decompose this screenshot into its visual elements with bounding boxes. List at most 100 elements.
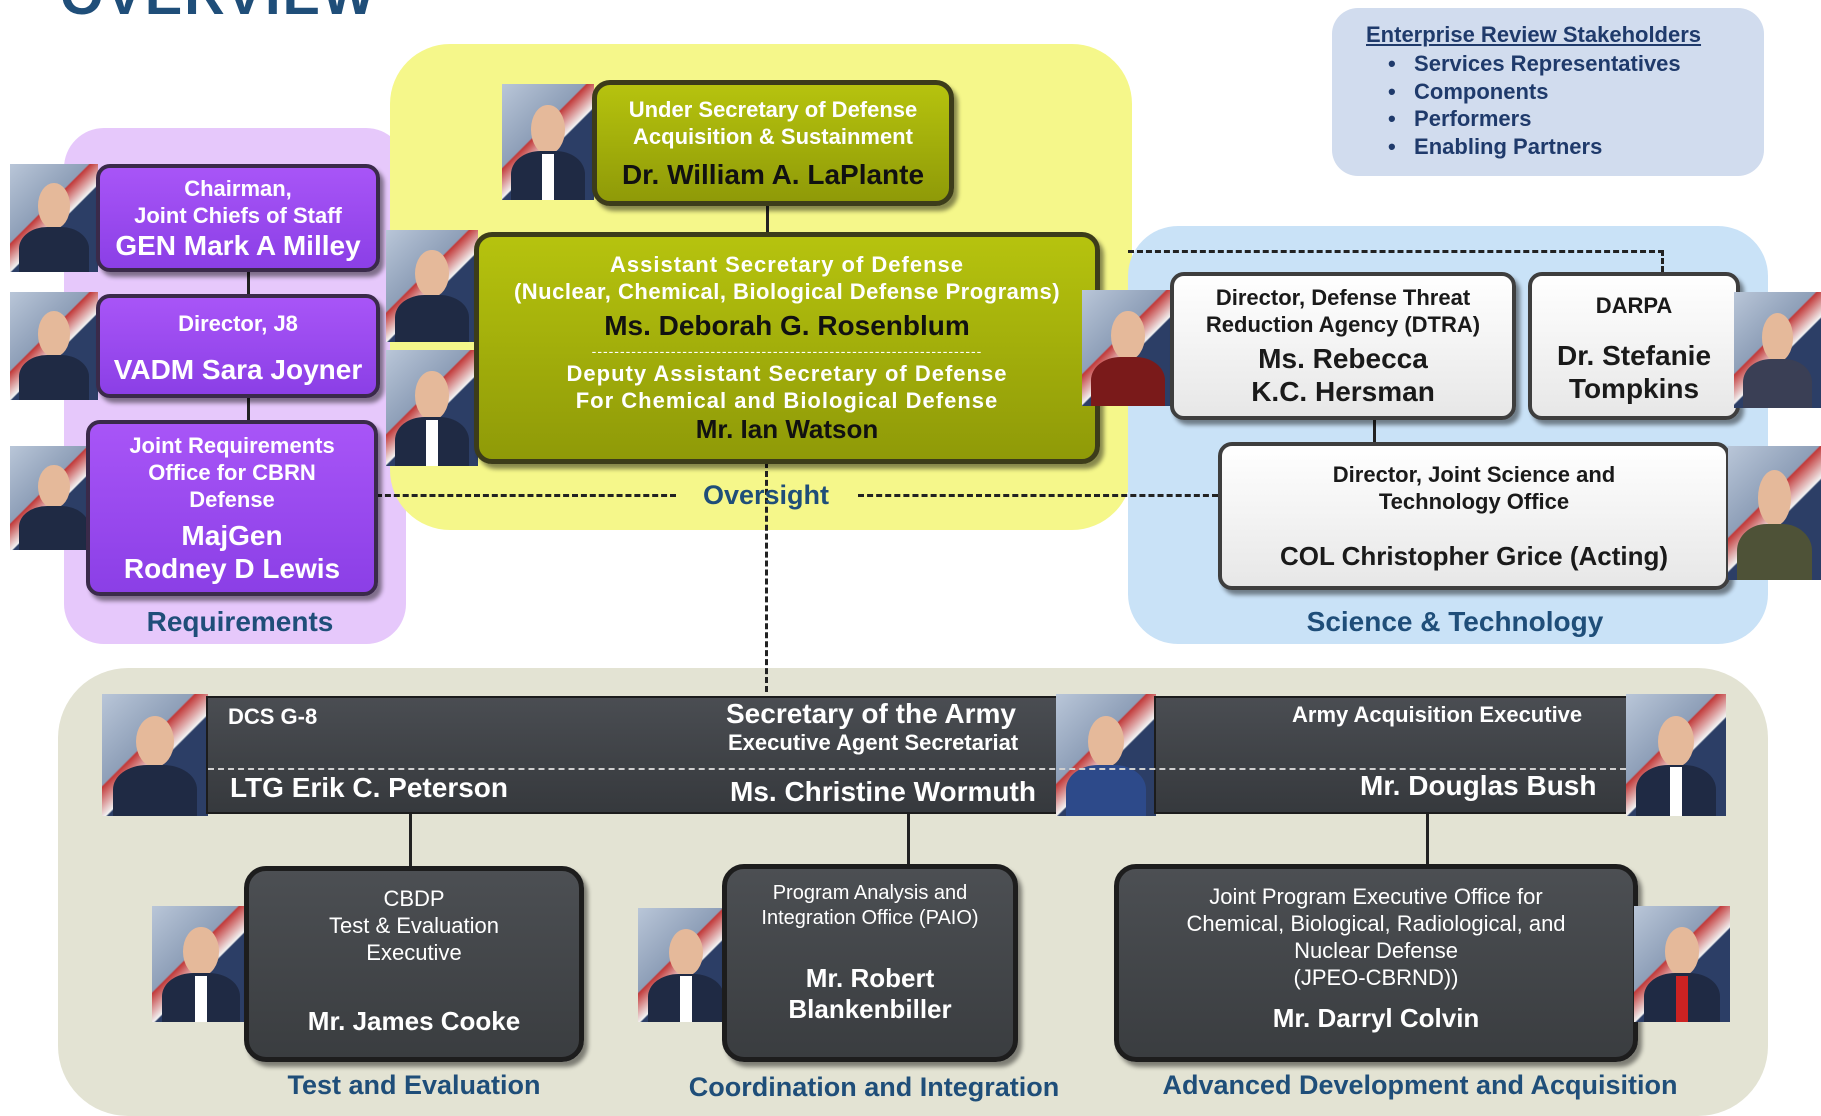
paio-name-2: Blankenbiller <box>788 994 952 1024</box>
darpa-box: DARPA Dr. Stefanie Tompkins <box>1528 272 1740 420</box>
army-bar-separator <box>208 768 1626 770</box>
jsto-title-1: Director, Joint Science and <box>1332 461 1616 487</box>
j8-box: Director, J8 VADM Sara Joyner <box>96 294 380 398</box>
dashed-oversight-down <box>765 462 768 692</box>
science-label: Science & Technology <box>1306 606 1604 637</box>
jro-name-2: Rodney D Lewis <box>123 552 341 584</box>
secarmy-subtitle: Executive Agent Secretariat <box>728 730 1019 755</box>
laplante-photo <box>502 84 594 200</box>
lewis-photo <box>10 446 98 550</box>
requirements-label: Requirements <box>146 606 334 637</box>
secarmy-name: Ms. Christine Wormuth <box>730 776 1036 807</box>
cbdp-name: Mr. James Cooke <box>307 1006 521 1036</box>
joyner-photo <box>10 292 98 400</box>
jsto-title-2: Technology Office <box>1378 488 1570 514</box>
jro-name-1: MajGen <box>181 519 283 551</box>
usd-name: Dr. William A. LaPlante <box>621 158 925 190</box>
cjcs-title-2: Joint Chiefs of Staff <box>134 202 342 228</box>
darpa-name-2: Tompkins <box>1568 373 1700 404</box>
cbdp-line-1: CBDP <box>383 886 445 911</box>
oversight-label: Oversight <box>702 480 830 510</box>
dashed-darpa-top <box>1128 250 1664 253</box>
dtra-name-2: K.C. Hersman <box>1251 376 1435 407</box>
header-title-fragment: OVERVIEW <box>60 0 377 27</box>
asd-separator: ----------------------------------------… <box>591 343 983 359</box>
hersman-photo <box>1082 290 1174 406</box>
jsto-box: Director, Joint Science and Technology O… <box>1218 442 1730 590</box>
cjcs-title-1: Chairman, <box>184 175 292 201</box>
grice-photo <box>1728 446 1821 580</box>
dtra-title-1: Director, Defense Threat <box>1215 285 1471 310</box>
connector-army-paio <box>907 814 910 866</box>
dashed-oversight-left <box>376 494 676 497</box>
connector-army-cbdp <box>409 814 412 866</box>
jpeo-line-2: Chemical, Biological, Radiological, and <box>1186 911 1566 936</box>
army-bar-left <box>206 696 1058 814</box>
paio-line-1: Program Analysis and <box>772 882 968 904</box>
cbdp-line-2: Test & Evaluation <box>329 913 499 938</box>
army-bar-right <box>1154 696 1628 814</box>
watson-photo <box>386 350 478 466</box>
secarmy-title: Secretary of the Army <box>726 698 1016 729</box>
asd-title-2: (Nuclear, Chemical, Biological Defense P… <box>513 279 1061 304</box>
connector-j8-jro <box>247 396 250 422</box>
dasd-title-2: For Chemical and Biological Defense <box>575 388 999 413</box>
asd-name: Ms. Deborah G. Rosenblum <box>604 310 970 341</box>
blankenbiller-photo <box>638 908 734 1022</box>
dtra-box: Director, Defense Threat Reduction Agenc… <box>1170 272 1516 420</box>
jro-title-2: Office for CBRN <box>148 459 316 485</box>
asd-box: Assistant Secretary of Defense (Nuclear,… <box>474 232 1100 464</box>
aae-title: Army Acquisition Executive <box>1292 702 1583 727</box>
coordination-label: Coordination and Integration <box>688 1072 1060 1102</box>
milley-photo <box>10 164 98 272</box>
stakeholders-panel: Enterprise Review Stakeholders • Service… <box>1332 8 1764 176</box>
jpeo-line-4: (JPEO-CBRND)) <box>1293 965 1459 990</box>
stakeholder-item: • Performers <box>1388 106 1532 131</box>
g8-title: DCS G-8 <box>228 704 318 729</box>
usd-title-2: Acquisition & Sustainment <box>633 123 913 149</box>
usd-title-1: Under Secretary of Defense <box>628 96 918 122</box>
jsto-name: COL Christopher Grice (Acting) <box>1279 540 1669 571</box>
jpeo-line-1: Joint Program Executive Office for <box>1209 884 1543 909</box>
tompkins-photo <box>1734 292 1821 408</box>
usd-box: Under Secretary of Defense Acquisition &… <box>592 80 954 206</box>
jro-title-1: Joint Requirements <box>129 432 335 458</box>
connector-usd-asd <box>766 204 769 234</box>
jpeo-box: Joint Program Executive Office for Chemi… <box>1114 864 1638 1062</box>
cooke-photo <box>152 906 250 1022</box>
cjcs-name: GEN Mark A Milley <box>115 229 361 261</box>
cbdp-line-3: Executive <box>366 940 462 965</box>
paio-box: Program Analysis and Integration Office … <box>722 864 1018 1062</box>
asd-title-1: Assistant Secretary of Defense <box>609 252 965 277</box>
stakeholder-item: • Services Representatives <box>1388 51 1681 76</box>
jro-box: Joint Requirements Office for CBRN Defen… <box>86 420 378 596</box>
wormuth-photo <box>1056 694 1156 816</box>
jro-title-3: Defense <box>189 486 275 512</box>
jpeo-line-3: Nuclear Defense <box>1294 938 1458 963</box>
stakeholder-item: • Components <box>1388 78 1549 104</box>
advanced-label: Advanced Development and Acquisition <box>1162 1070 1678 1100</box>
dashed-darpa-drop <box>1661 250 1664 272</box>
connector-cjcs-j8 <box>247 270 250 296</box>
aae-name: Mr. Douglas Bush <box>1360 770 1597 801</box>
paio-name-1: Mr. Robert <box>805 963 935 993</box>
paio-line-2: Integration Office (PAIO) <box>761 907 979 929</box>
dasd-title-1: Deputy Assistant Secretary of Defense <box>566 361 1008 386</box>
connector-dtra-jsto <box>1373 414 1376 442</box>
jpeo-name: Mr. Darryl Colvin <box>1272 1003 1480 1033</box>
j8-name: VADM Sara Joyner <box>113 354 363 385</box>
dtra-name-1: Ms. Rebecca <box>1258 343 1428 374</box>
g8-name: LTG Erik C. Peterson <box>230 772 508 803</box>
darpa-name-1: Dr. Stefanie <box>1556 340 1712 371</box>
stakeholder-item: • Enabling Partners <box>1388 133 1603 159</box>
stakeholders-list: • Services Representatives • Components … <box>1388 50 1681 160</box>
stakeholders-title: Enterprise Review Stakeholders <box>1366 22 1702 47</box>
cjcs-box: Chairman, Joint Chiefs of Staff GEN Mark… <box>96 164 380 272</box>
cbdp-box: CBDP Test & Evaluation Executive Mr. Jam… <box>244 866 584 1062</box>
dashed-oversight-right <box>858 494 1218 497</box>
dasd-name: Mr. Ian Watson <box>695 414 879 444</box>
peterson-photo <box>102 694 208 816</box>
colvin-photo <box>1634 906 1730 1022</box>
bush-photo <box>1626 694 1726 816</box>
test-label: Test and Evaluation <box>287 1070 541 1100</box>
